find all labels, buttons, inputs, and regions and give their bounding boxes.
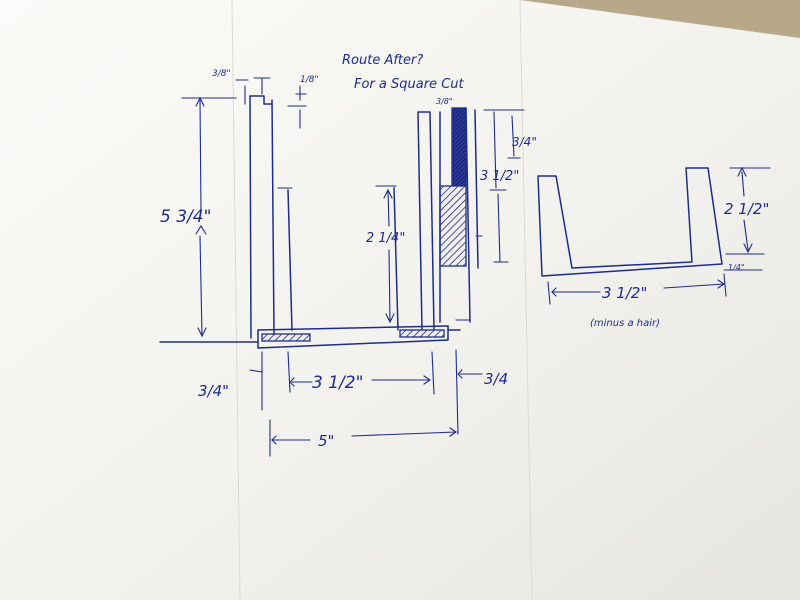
dim-detail-mid: 3 1/2"	[480, 169, 519, 184]
dim-inner-width: 3 1/2"	[312, 373, 363, 393]
dado-groove-right	[399, 329, 445, 338]
dim-left-thickness: 3/4"	[198, 382, 229, 400]
note-line-2: For a Square Cut	[354, 77, 465, 92]
right-board	[375, 111, 435, 331]
paper-crease	[519, 0, 533, 600]
cross-section-detail	[439, 107, 483, 323]
dim-top-small-right: 1/8"	[300, 75, 319, 85]
paper-crease	[231, 0, 241, 600]
base-board	[159, 325, 461, 349]
dim-right-base: 1/4"	[728, 263, 745, 272]
detail-hatched-block	[439, 185, 467, 267]
dim-detail-top-small: 3/8"	[436, 97, 453, 106]
dim-inner-height: 2 1/4"	[366, 231, 405, 246]
dimension-lines	[181, 77, 525, 457]
dado-groove-left	[261, 333, 311, 342]
dim-right-width: 3 1/2"	[602, 284, 647, 302]
dim-left-height: 5 3/4"	[160, 207, 211, 227]
left-board	[249, 95, 293, 339]
caption-minus-a-hair: (minus a hair)	[590, 318, 660, 329]
dim-right-height: 2 1/2"	[724, 200, 769, 218]
dim-detail-upper: 3/4"	[512, 135, 537, 149]
dim-right-thickness: 3/4	[484, 370, 508, 388]
dim-top-small-left: 3/8"	[212, 69, 231, 79]
dim-total-width: 5"	[318, 432, 334, 450]
u-channel-drawing	[537, 166, 771, 305]
joinery-sketch: Route After? For a Square Cut 3/8" 1/8" …	[159, 53, 771, 457]
note-line-1: Route After?	[342, 53, 423, 68]
detail-dense-block	[451, 107, 467, 187]
